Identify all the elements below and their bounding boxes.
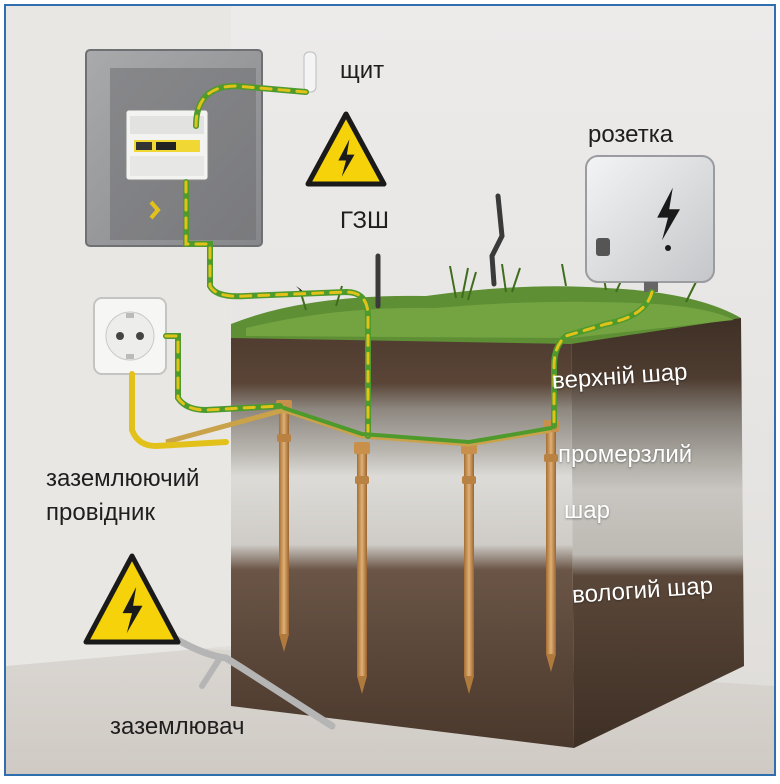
label-socket-box: розетка <box>588 121 674 148</box>
label-conductor-1: заземлюючий <box>46 465 200 492</box>
label-panel: щит <box>340 57 385 84</box>
label-frozen-layer-2: шар <box>564 497 610 524</box>
distribution-panel <box>85 49 263 247</box>
label-grounding-system: ГЗШ <box>340 207 389 234</box>
high-voltage-warning-icon <box>83 553 181 645</box>
wall-socket <box>93 297 167 375</box>
high-voltage-warning-icon <box>305 111 387 187</box>
grounding-electrode <box>170 634 336 730</box>
ground-wires <box>129 82 655 450</box>
diagram-scene <box>6 6 774 774</box>
label-electrode: заземлювач <box>110 713 245 740</box>
soil-block-front <box>231 324 574 748</box>
label-conductor-2: провідник <box>46 499 155 526</box>
conduit-pipe <box>303 51 317 93</box>
gzsh-terminal <box>489 193 505 287</box>
outdoor-socket-box <box>585 155 715 292</box>
grounding-diagram: щит розетка ГЗШ верхній шар промерзлий ш… <box>4 4 776 776</box>
soil-block-side <box>571 318 744 748</box>
label-frozen-layer-1: промерзлий <box>558 441 693 468</box>
